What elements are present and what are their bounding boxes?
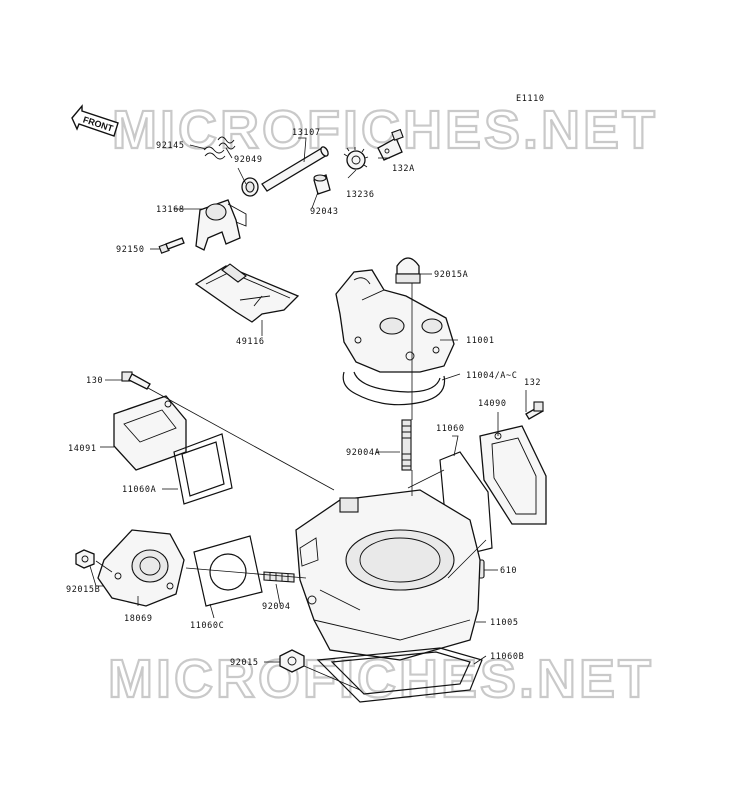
label-11060C: 11060C — [190, 621, 224, 631]
governor-13168 — [195, 199, 247, 251]
nut-92015B — [75, 549, 95, 569]
label-92145: 92145 — [156, 141, 185, 151]
label-610: 610 — [500, 566, 517, 576]
bearing-92049 — [241, 177, 259, 197]
label-92150: 92150 — [116, 245, 145, 255]
gear-13236 — [343, 147, 369, 170]
stud-92004 — [263, 571, 295, 583]
label-13107: 13107 — [292, 128, 321, 138]
leader-lines — [89, 137, 527, 691]
label-92015A: 92015A — [434, 270, 468, 280]
label-132A: 132A — [392, 164, 415, 174]
label-11005: 11005 — [490, 618, 519, 628]
label-92049: 92049 — [234, 155, 263, 165]
bolt-132 — [525, 401, 544, 420]
cover-14090 — [479, 425, 547, 525]
inlet-18069 — [97, 529, 185, 607]
bolt-130 — [121, 371, 151, 390]
label-11060A: 11060A — [122, 485, 156, 495]
cylinder-11005 — [295, 489, 481, 661]
label-132: 132 — [524, 378, 541, 388]
gasket-11060A — [173, 433, 233, 505]
label-18069: 18069 — [124, 614, 153, 624]
label-14090: 14090 — [478, 399, 507, 409]
label-11004: 11004/A~C — [466, 371, 517, 381]
label-92015: 92015 — [230, 658, 259, 668]
head-gasket-11004 — [342, 371, 446, 406]
bolt-132A — [377, 128, 404, 161]
bolt-92150 — [158, 237, 185, 254]
stud-92004A — [401, 419, 412, 471]
label-13236: 13236 — [346, 190, 375, 200]
base-gasket-11060B — [316, 647, 483, 703]
label-92004A: 92004A — [346, 448, 380, 458]
label-92004: 92004 — [262, 602, 291, 612]
label-13168: 13168 — [156, 205, 185, 215]
spring-92145 — [203, 136, 236, 160]
label-130: 130 — [86, 376, 103, 386]
valve-49116 — [194, 263, 300, 323]
label-11060B: 11060B — [490, 652, 524, 662]
rod-13107 — [261, 146, 329, 192]
nut-92015A — [395, 257, 421, 284]
label-14091: 14091 — [68, 444, 97, 454]
cylinder-head-11001 — [335, 269, 455, 373]
label-49116: 49116 — [236, 337, 265, 347]
label-92043: 92043 — [310, 207, 339, 217]
gasket-11060C — [193, 535, 263, 607]
label-11001: 11001 — [466, 336, 495, 346]
diagram-code: E1110 — [516, 94, 545, 104]
collar-92043 — [313, 174, 331, 195]
label-11060: 11060 — [436, 424, 465, 434]
label-92015B: 92015B — [66, 585, 100, 595]
